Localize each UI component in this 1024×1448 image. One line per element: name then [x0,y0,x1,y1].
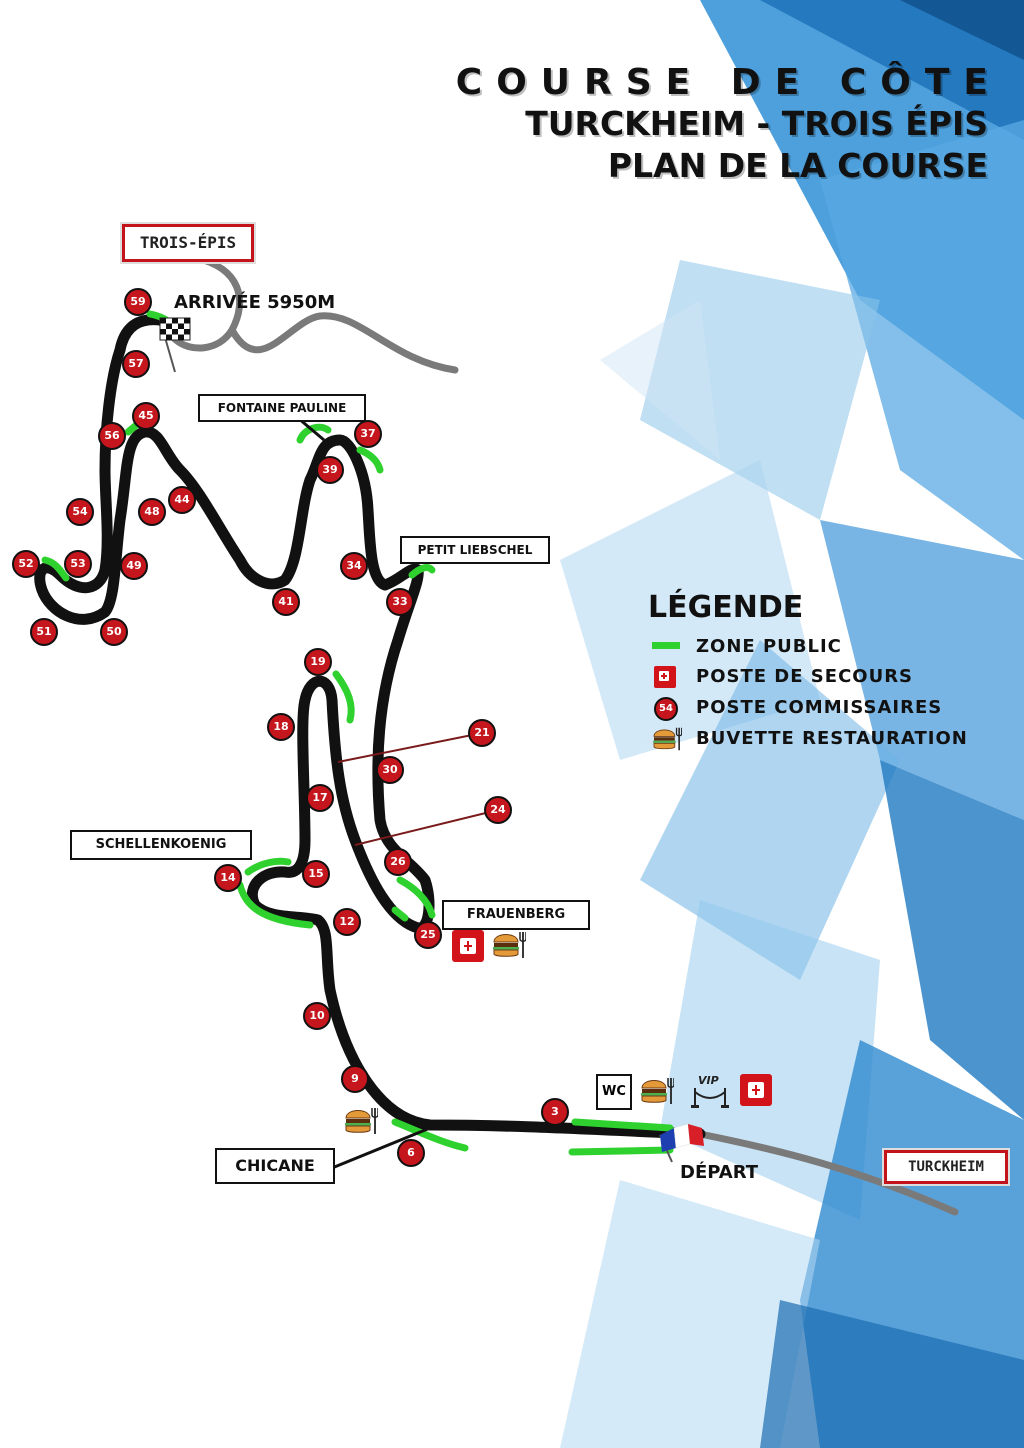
legend-label: BUVETTE RESTAURATION [696,728,968,749]
chicane-label: CHICANE [215,1148,335,1184]
burger-fork-icon [493,932,526,958]
marshal-post-48: 48 [138,498,166,526]
finish-label: ARRIVÉE 5950M [174,292,336,313]
marshal-post-49: 49 [120,552,148,580]
marshal-post-37: 37 [354,420,382,448]
petit-liebschel-label: PETIT LIEBSCHEL [400,536,550,564]
public-zones [41,310,674,1156]
first-aid-icon-start [740,1074,772,1106]
marshal-post-45: 45 [132,402,160,430]
marshal-post-52: 52 [12,550,40,578]
wc-icon: WC [596,1074,632,1110]
marshal-post-12: 12 [333,908,361,936]
sign-turckheim: TURCKHEIM [884,1150,1008,1184]
road-bottom [696,1130,959,1216]
burger-fork-icon-chicane [345,1108,378,1134]
marshal-post-17: 17 [306,784,334,812]
marshal-post-59: 59 [124,288,152,316]
marshal-post-icon: 54 [654,697,678,721]
marshal-post-33: 33 [386,588,414,616]
marshal-post-54: 54 [66,498,94,526]
marshal-post-44: 44 [168,486,196,514]
sign-trois-epis: TROIS-ÉPIS [122,224,254,262]
fontaine-pauline-label: FONTAINE PAULINE [198,394,366,422]
finish-flag [159,317,191,373]
start-flag [659,1123,704,1163]
marshal-post-10: 10 [303,1002,331,1030]
marshal-post-14: 14 [214,864,242,892]
marshal-post-26: 26 [384,848,412,876]
legend-label: ZONE PUBLIC [696,636,842,657]
marshal-post-18: 18 [267,713,295,741]
marshal-post-57: 57 [122,350,150,378]
marshal-post-6: 6 [397,1139,425,1167]
burger-fork-icon-start [641,1078,674,1104]
title-line-2: TURCKHEIM - TROIS ÉPIS [525,104,988,143]
legend-title: LÉGENDE [648,590,804,625]
track-main [34,314,706,1140]
marshal-post-21: 21 [468,719,496,747]
marshal-post-56: 56 [98,422,126,450]
green-line-icon [652,642,680,649]
title-line-3: PLAN DE LA COURSE [607,146,988,185]
chicane-leader [331,1126,431,1170]
marshal-post-41: 41 [272,588,300,616]
marshal-post-30: 30 [376,756,404,784]
marshal-post-9: 9 [341,1065,369,1093]
marshal-post-34: 34 [340,552,368,580]
title-line-1: COURSE DE CÔTE [455,62,1002,103]
first-aid-icon [452,930,484,962]
frauenberg-label: FRAUENBERG [442,900,590,930]
marshal-post-15: 15 [302,860,330,888]
marshal-post-53: 53 [64,550,92,578]
burger-fork-icon [653,727,682,751]
marshal-post-25: 25 [414,921,442,949]
marshal-post-50: 50 [100,618,128,646]
marshal-post-39: 39 [316,456,344,484]
vip-icon: VIP [690,1074,730,1108]
marshal-post-3: 3 [541,1098,569,1126]
leader-lines [337,732,499,846]
marshal-post-24: 24 [484,796,512,824]
vip-label: VIP [698,1074,719,1087]
legend-label: POSTE COMMISSAIRES [696,697,943,718]
marshal-post-19: 19 [304,648,332,676]
marshal-post-51: 51 [30,618,58,646]
start-label: DÉPART [680,1162,759,1183]
legend-label: POSTE DE SECOURS [696,666,914,687]
first-aid-icon [654,666,676,688]
road-top [161,254,459,374]
schellenkoenig-label: SCHELLENKOENIG [70,830,252,860]
